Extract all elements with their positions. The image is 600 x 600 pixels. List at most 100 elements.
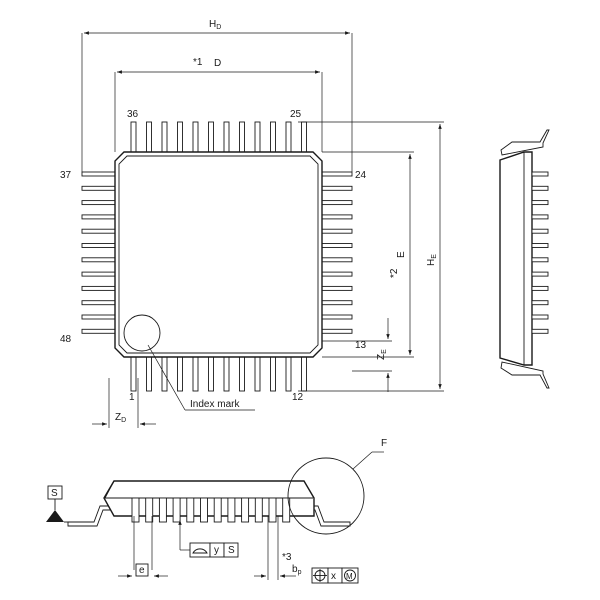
front-lead: [254, 497, 263, 523]
lead-top: [285, 121, 292, 157]
front-lead: [158, 497, 167, 523]
pin-36-label: 36: [127, 109, 139, 120]
ze-sub: E: [381, 349, 388, 354]
e-label: E: [396, 251, 407, 258]
lead-right: [317, 314, 353, 320]
lead-left: [81, 185, 120, 191]
front-lead: [213, 497, 222, 523]
s-ref-label: S: [228, 545, 235, 556]
side-lead: [531, 200, 549, 206]
lead-top: [146, 121, 152, 157]
index-mark-circle: [123, 314, 161, 352]
side-body: [499, 151, 533, 366]
left-lead-row: [81, 171, 120, 334]
lead-bottom: [254, 352, 261, 392]
lead-right: [317, 228, 353, 234]
lead-right: [317, 300, 353, 306]
front-lead: [145, 497, 154, 523]
star1-label: *1: [193, 57, 203, 68]
he-label: H: [426, 259, 437, 266]
star3-label: *3: [282, 552, 292, 563]
lead-right: [317, 328, 353, 334]
star2-label: *2: [389, 268, 400, 278]
pin-24-label: 24: [355, 170, 367, 181]
lead-right: [317, 285, 353, 291]
left-gull-lead: [67, 505, 115, 527]
ze-label: Z: [376, 354, 387, 360]
detail-f-circle: [287, 457, 365, 535]
top-view: Index mark 36 25 37 24 48 13 1 12 HD *1 …: [60, 19, 444, 428]
lead-bottom: [192, 352, 199, 392]
pin-25-label: 25: [290, 109, 302, 120]
side-lead: [531, 171, 549, 177]
lead-right: [317, 243, 353, 248]
front-lead: [227, 497, 236, 523]
side-lead: [531, 214, 549, 220]
index-mark-leader: [147, 344, 186, 411]
x-tol-label: x: [331, 571, 336, 582]
lead-right: [317, 214, 353, 220]
right-lead-row: [317, 171, 353, 334]
front-lead: [186, 497, 195, 523]
side-lead: [531, 271, 549, 277]
y-tol-label: y: [214, 545, 219, 556]
front-lead: [172, 497, 181, 523]
lead-bottom: [285, 352, 292, 392]
coplanarity-frame: y S: [189, 542, 239, 558]
front-lead-row: [131, 497, 291, 523]
zd-label: Z: [115, 412, 121, 423]
lead-top: [208, 121, 214, 157]
lead-bottom: [146, 352, 152, 392]
pin-1-label: 1: [129, 392, 135, 403]
side-lead: [531, 185, 549, 191]
package-body-inner: [118, 155, 319, 354]
lead-top: [192, 121, 199, 157]
hd-sub: D: [216, 24, 221, 31]
lead-top: [270, 121, 276, 157]
lead-bottom: [301, 352, 307, 392]
lead-bottom: [223, 352, 230, 392]
pin-13-label: 13: [355, 340, 367, 351]
svg-text:HE: HE: [426, 254, 438, 266]
svg-text:HD: HD: [209, 19, 221, 31]
package-body: [114, 151, 323, 358]
lead-bottom: [177, 352, 183, 392]
lead-left: [81, 243, 120, 248]
lead-left: [81, 200, 120, 206]
side-lead: [531, 328, 549, 334]
lead-left: [81, 328, 120, 334]
lead-left: [81, 214, 120, 220]
front-lead: [282, 497, 291, 523]
side-lead: [531, 257, 549, 263]
detail-f-label: F: [381, 438, 387, 449]
side-lead: [531, 228, 549, 234]
lead-left: [81, 314, 120, 320]
zd-sub: D: [121, 417, 126, 424]
pin-48-label: 48: [60, 334, 72, 345]
lead-top: [254, 121, 261, 157]
lead-top: [130, 121, 137, 157]
lead-left: [81, 271, 120, 277]
svg-text:bp: bp: [292, 564, 302, 576]
lead-top: [177, 121, 183, 157]
svg-text:ZD: ZD: [115, 412, 126, 424]
lead-bottom: [130, 352, 137, 392]
side-lead: [531, 243, 549, 248]
bp-sub: p: [298, 569, 302, 576]
lead-left: [81, 228, 120, 234]
pin-12-label: 12: [292, 392, 304, 403]
lead-top: [239, 121, 245, 157]
lead-bottom: [239, 352, 245, 392]
front-lead: [241, 497, 250, 523]
side-view-right: [499, 129, 550, 389]
datum-s-label: S: [51, 488, 58, 499]
front-lead: [200, 497, 208, 523]
lead-left: [81, 300, 120, 306]
lead-bottom: [270, 352, 276, 392]
side-lead-stack: [531, 171, 549, 334]
index-mark-label: Index mark: [190, 399, 240, 410]
front-lead: [268, 497, 277, 523]
svg-text:ZE: ZE: [376, 349, 388, 360]
bottom-lead-row: [130, 352, 307, 392]
